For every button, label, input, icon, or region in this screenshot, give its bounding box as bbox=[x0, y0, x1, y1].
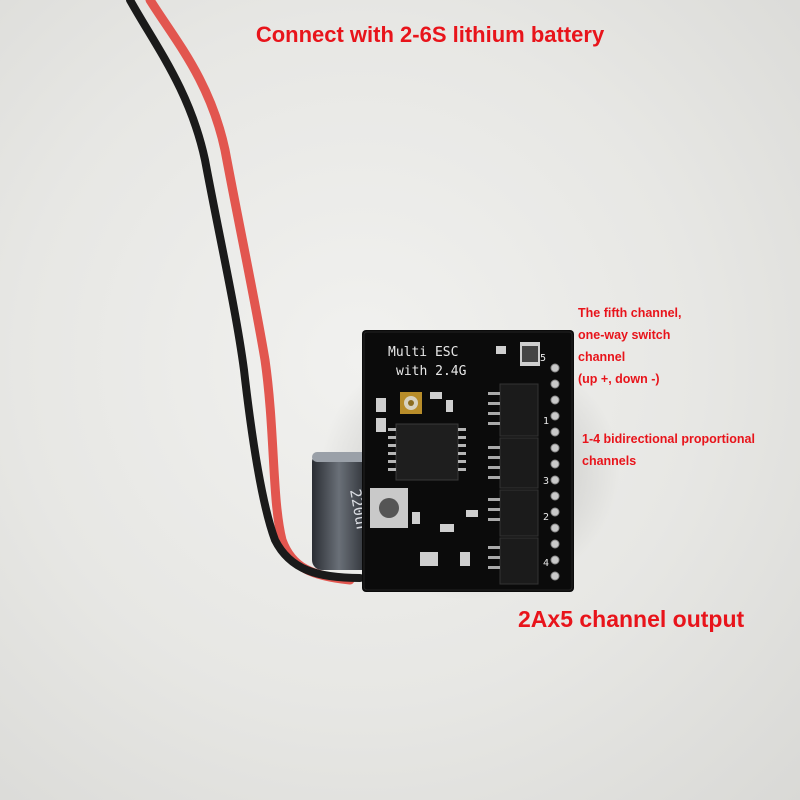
board-silkscreen-line2: with 2.4G bbox=[396, 364, 467, 379]
smd-components bbox=[376, 346, 506, 566]
bidirectional-line1: 1-4 bidirectional proportional bbox=[582, 432, 755, 446]
output-pads bbox=[550, 363, 560, 581]
fifth-channel-line3: channel bbox=[578, 350, 626, 364]
fifth-channel-line2: one-way switch bbox=[578, 328, 671, 342]
pin-number-1: 1 bbox=[543, 416, 549, 427]
main-chip bbox=[388, 423, 466, 481]
antenna-connector-icon bbox=[400, 392, 422, 414]
bidirectional-line2: channels bbox=[582, 454, 637, 468]
board-silkscreen-line1: Multi ESC bbox=[388, 345, 458, 360]
fifth-channel-line1: The fifth channel, bbox=[578, 306, 682, 320]
fifth-channel-line4: (up +, down -) bbox=[578, 372, 660, 386]
pin-number-5: 5 bbox=[540, 353, 546, 364]
esc-board: Multi ESC with 2.4G bbox=[362, 330, 574, 592]
channel5-switch bbox=[520, 342, 540, 366]
battery-wires bbox=[126, 0, 364, 585]
pin-number-2: 2 bbox=[543, 512, 549, 523]
fifth-channel-label: The fifth channel, one-way switch channe… bbox=[578, 302, 778, 390]
output-label: 2Ax5 channel output bbox=[518, 606, 745, 632]
pin-number-3: 3 bbox=[543, 476, 549, 487]
battery-label: Connect with 2-6S lithium battery bbox=[255, 22, 605, 47]
driver-chips bbox=[488, 383, 539, 585]
pin-number-4: 4 bbox=[543, 558, 549, 569]
bidirectional-channels-label: 1-4 bidirectional proportional channels bbox=[582, 428, 792, 472]
push-button-icon bbox=[370, 488, 408, 528]
